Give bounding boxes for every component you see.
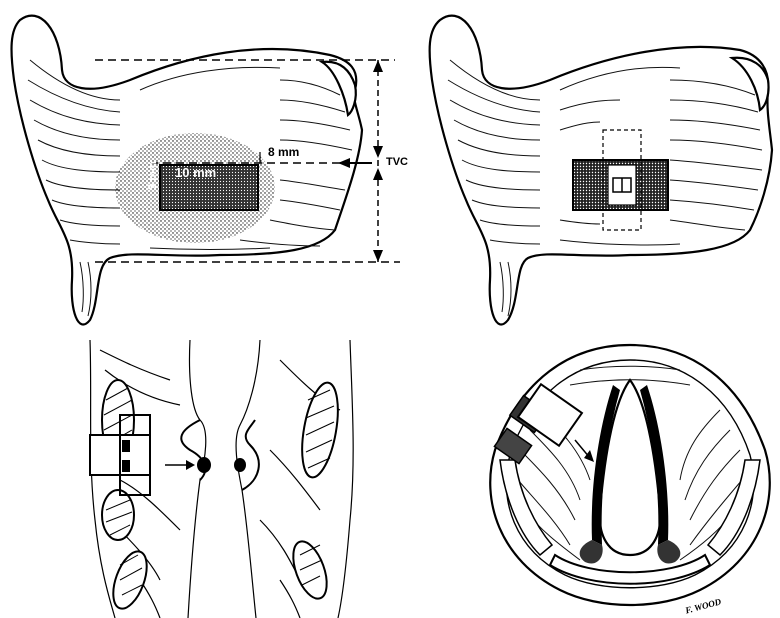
left-vocal-fold: [197, 457, 211, 473]
larynx-coronal-section: [80, 340, 380, 618]
tvc-label: TVC: [386, 157, 408, 168]
thyroid-cartilage-implant-view: [420, 0, 780, 340]
panel-axial-section: F. WOOD: [480, 340, 780, 618]
larynx-axial-section: [480, 340, 780, 618]
panel-thyroid-window-measurements: 10 mm 5 mm 8 mm TVC: [0, 0, 400, 340]
right-vocal-fold: [234, 458, 246, 472]
window-width-label: 10 mm: [175, 166, 216, 179]
window-height-label: 5 mm: [148, 161, 159, 190]
offset-label: 8 mm: [268, 146, 299, 158]
panel-thyroid-implant: [420, 0, 780, 340]
panel-coronal-section: [80, 340, 380, 618]
